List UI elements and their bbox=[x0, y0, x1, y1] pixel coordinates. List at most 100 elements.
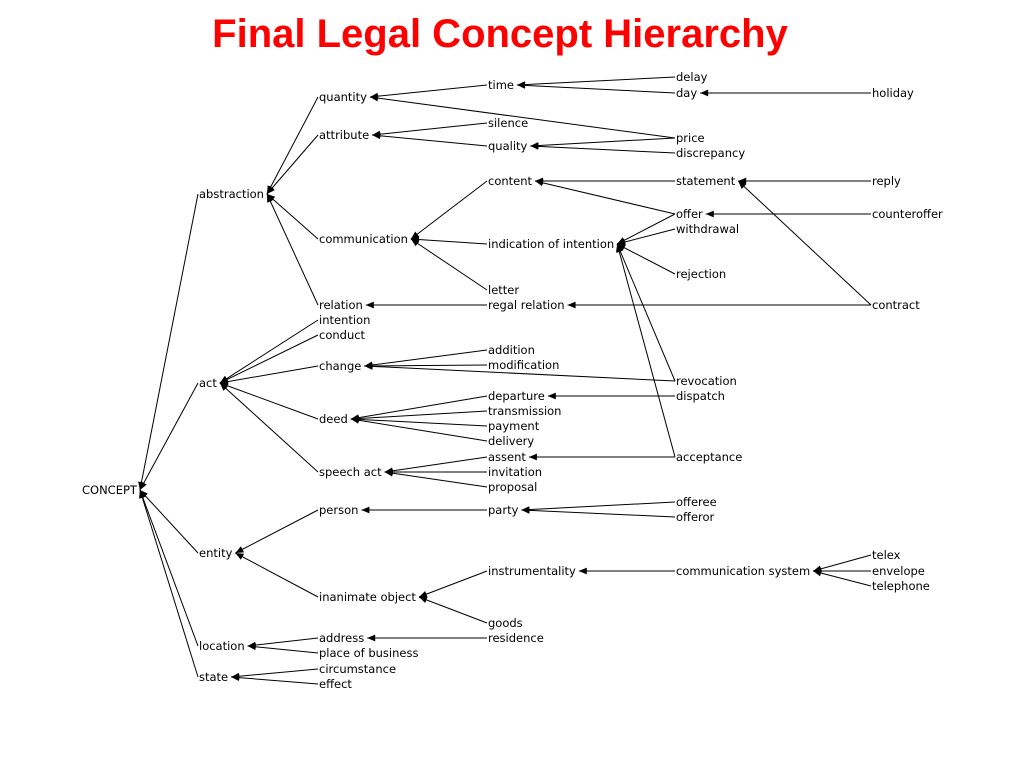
edge-telephone-to-communication-system-arrowhead bbox=[813, 569, 822, 577]
edge-assent-to-speech-act bbox=[384, 456, 488, 473]
edge-residence-to-address-arrowhead bbox=[367, 634, 376, 642]
node-instrumentality: instrumentality bbox=[488, 564, 576, 578]
edge-letter-to-communication bbox=[410, 238, 488, 291]
node-relation: relation bbox=[319, 298, 363, 312]
edge-holiday-to-day-arrowhead bbox=[700, 89, 709, 97]
node-intention: intention bbox=[319, 313, 370, 327]
edge-speech-act-to-act bbox=[219, 382, 319, 473]
edge-price-to-quantity bbox=[369, 96, 676, 139]
edge-instrumentality-to-inanimate-object-arrowhead bbox=[418, 590, 428, 598]
edge-effect-to-state bbox=[231, 676, 319, 685]
node-offeror: offeror bbox=[676, 510, 715, 524]
node-CONCEPT: CONCEPT bbox=[82, 483, 138, 497]
node-envelope: envelope bbox=[872, 564, 925, 578]
edge-inanimate-object-to-entity-arrowhead bbox=[235, 553, 245, 560]
node-statement: statement bbox=[676, 174, 736, 188]
edge-intention-to-act bbox=[219, 319, 319, 384]
edge-location-to-CONCEPT bbox=[139, 489, 199, 647]
edge-price-to-quality bbox=[530, 137, 676, 147]
edge-withdrawal-to-indication-of-intention-arrowhead bbox=[617, 238, 626, 246]
edge-party-to-person-arrowhead bbox=[361, 506, 370, 514]
edge-regal-relation-to-relation-arrowhead bbox=[365, 301, 374, 309]
edge-delay-to-time bbox=[516, 76, 676, 86]
node-act: act bbox=[199, 376, 217, 390]
node-contract: contract bbox=[872, 298, 920, 312]
edge-effect-to-state-arrowhead bbox=[231, 674, 240, 682]
edge-offeror-to-party-arrowhead bbox=[521, 506, 530, 514]
node-party: party bbox=[488, 503, 519, 517]
edge-acceptance-to-indication-of-intention bbox=[616, 243, 676, 458]
edge-discrepancy-to-quality-arrowhead bbox=[530, 142, 539, 150]
edge-rejection-to-indication-of-intention-arrowhead bbox=[617, 244, 626, 251]
edge-person-to-entity bbox=[235, 509, 319, 554]
edge-offeror-to-party bbox=[521, 509, 676, 518]
node-communication: communication bbox=[319, 232, 408, 246]
edge-contract-to-regal-relation-arrowhead bbox=[567, 301, 576, 309]
edge-quality-to-attribute bbox=[372, 134, 488, 147]
node-delay: delay bbox=[676, 70, 708, 84]
edge-instrumentality-to-inanimate-object bbox=[418, 570, 488, 598]
node-indication-of-intention: indication of intention bbox=[488, 237, 614, 251]
node-price: price bbox=[676, 131, 705, 145]
edge-entity-to-CONCEPT bbox=[139, 489, 199, 554]
edge-content-to-communication bbox=[410, 180, 488, 240]
node-assent: assent bbox=[488, 450, 526, 464]
node-regal-relation: regal relation bbox=[488, 298, 565, 312]
node-invitation: invitation bbox=[488, 465, 542, 479]
edge-telephone-to-communication-system bbox=[813, 570, 872, 587]
edge-offer-to-content-arrowhead bbox=[535, 179, 544, 187]
edge-acceptance-to-assent-arrowhead bbox=[528, 453, 537, 461]
edge-contract-to-statement bbox=[737, 180, 872, 306]
node-withdrawal: withdrawal bbox=[676, 222, 739, 236]
edge-revocation-to-indication-of-intention bbox=[616, 243, 676, 382]
node-payment: payment bbox=[488, 419, 540, 433]
node-addition: addition bbox=[488, 343, 535, 357]
edge-delivery-to-deed-arrowhead bbox=[350, 416, 360, 424]
edge-withdrawal-to-indication-of-intention bbox=[617, 228, 676, 245]
node-modification: modification bbox=[488, 358, 559, 372]
node-quantity: quantity bbox=[319, 90, 367, 104]
edge-addition-to-change bbox=[364, 349, 488, 367]
edge-transmission-to-deed bbox=[350, 410, 488, 420]
node-quality: quality bbox=[488, 139, 528, 153]
page-title: Final Legal Concept Hierarchy bbox=[212, 12, 788, 56]
node-time: time bbox=[488, 78, 514, 92]
edge-telex-to-communication-system bbox=[813, 554, 872, 572]
node-inanimate-object: inanimate object bbox=[319, 590, 416, 604]
edge-place-of-business-to-location-arrowhead bbox=[247, 643, 256, 651]
node-telephone: telephone bbox=[872, 579, 930, 593]
edge-revocation-to-change bbox=[364, 365, 676, 382]
edge-state-to-CONCEPT-arrowhead bbox=[139, 490, 146, 499]
edge-quantity-to-abstraction bbox=[266, 96, 319, 195]
edge-circumstance-to-state bbox=[231, 668, 319, 678]
node-goods: goods bbox=[488, 616, 523, 630]
edge-act-to-CONCEPT-arrowhead bbox=[139, 481, 147, 490]
edge-abstraction-to-CONCEPT bbox=[139, 193, 199, 491]
edge-person-to-entity-arrowhead bbox=[235, 546, 245, 553]
edge-goods-to-inanimate-object-arrowhead bbox=[418, 596, 428, 604]
edge-acceptance-to-indication-of-intention-arrowhead bbox=[615, 244, 623, 253]
edge-state-to-CONCEPT bbox=[139, 489, 199, 678]
edge-modification-to-change bbox=[364, 364, 488, 367]
edge-day-to-time bbox=[516, 84, 676, 94]
node-content: content bbox=[488, 174, 533, 188]
node-communication-system: communication system bbox=[676, 564, 810, 578]
node-entity: entity bbox=[199, 546, 233, 560]
edge-attribute-to-abstraction-arrowhead bbox=[266, 185, 275, 194]
node-transmission: transmission bbox=[488, 404, 561, 418]
edge-speech-act-to-act-arrowhead bbox=[219, 383, 229, 391]
node-proposal: proposal bbox=[488, 480, 537, 494]
node-conduct: conduct bbox=[319, 328, 366, 342]
edge-goods-to-inanimate-object bbox=[418, 596, 488, 624]
node-dispatch: dispatch bbox=[676, 389, 725, 403]
edge-discrepancy-to-quality bbox=[530, 145, 676, 154]
edge-quality-to-attribute-arrowhead bbox=[372, 132, 381, 140]
node-rejection: rejection bbox=[676, 267, 726, 281]
edge-payment-to-deed bbox=[350, 418, 488, 427]
edge-offer-to-indication-of-intention bbox=[616, 213, 676, 245]
edge-entity-to-CONCEPT-arrowhead bbox=[139, 490, 148, 499]
edge-place-of-business-to-location bbox=[247, 645, 319, 654]
node-holiday: holiday bbox=[872, 86, 914, 100]
node-location: location bbox=[199, 639, 245, 653]
